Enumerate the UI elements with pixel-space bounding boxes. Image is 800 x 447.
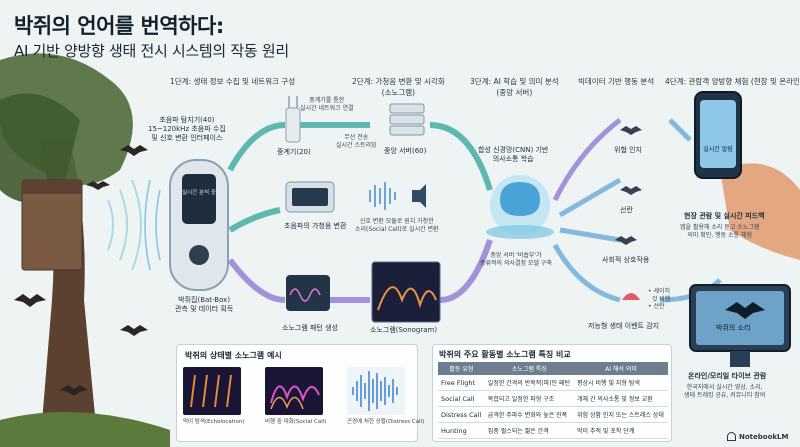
table-row: Hunting 집중 펄스되는 짧은 간격 먹이 추적 및 포착 단계 [438, 423, 668, 439]
example-echolocation: 먹이 탐색(Echolocation) [183, 367, 247, 426]
device-screen-text: 실시간 분석 중 [182, 190, 216, 197]
cell-meaning: 위험 상황 인지 또는 스트레스 상태 [574, 407, 668, 423]
stage-3-label: 3단계: AI 학습 및 의미 분석 (중앙 서버) [470, 76, 559, 98]
col-meaning: AI 해석 의미 [574, 362, 668, 375]
cell-meaning: 개체 간 의사소통 및 정보 교환 [574, 391, 668, 407]
comparison-panel: 박쥐의 주요 활동별 소노그램 특징 비교 활동 유형 소노그램 특징 AI 해… [432, 344, 672, 442]
sonogram-gen-label: 소노그램 패턴 생성 [282, 324, 338, 333]
example-distress-call: 곤경에 처한 상황(Distress Call) [347, 367, 411, 426]
comparison-table: 활동 유형 소노그램 특징 AI 해석 의미 Free Flight 일정한 간… [438, 362, 668, 439]
relay-label: 중계기(20) [277, 148, 311, 157]
echolocation-sonogram [183, 367, 241, 415]
behavior-2: 선란 [620, 206, 633, 215]
col-activity: 활동 유형 [438, 362, 485, 375]
social-call-sonogram [265, 367, 323, 415]
online-label: 온라인/모리일 타이브 관람 [688, 372, 766, 381]
cell-feature: 집중 펄스되는 짧은 간격 [485, 423, 574, 439]
cell-feature: 일정한 간격의 반복적(파)인 패턴 [485, 375, 574, 391]
sonogram-examples-panel: 박쥐의 상태별 소노그램 예시 먹이 탐색(Echolocation) 비행 중… [176, 344, 418, 442]
stage-2-label: 2단계: 가청음 변환 및 시각화 (소노그램) [352, 76, 445, 98]
table-header-row: 활동 유형 소노그램 특징 AI 해석 의미 [438, 362, 668, 375]
audible-note: 신호 변환 모듈로 원치 가청한 소리(Social Call)로 실시간 변환 [355, 218, 439, 233]
cell-activity: Distress Call [438, 407, 485, 423]
phone-screen-text: 실시간 알림 [700, 146, 736, 154]
cell-activity: Hunting [438, 423, 485, 439]
kiosk-screen-text: 박쥐의 소리 [716, 324, 750, 333]
distress-call-sonogram [347, 367, 405, 415]
cnn-note: 중앙 서버 '비숍부'가 종류적의 의사결정 모델 구축 [480, 252, 552, 267]
cell-activity: Free Flight [438, 375, 485, 391]
comparison-table-wrap: 활동 유형 소노그램 특징 AI 해석 의미 Free Flight 일정한 간… [438, 362, 668, 439]
server-label: 중앙 서버(60) [384, 147, 426, 156]
examples-title: 박쥐의 상태별 소노그램 예시 [185, 350, 282, 361]
behavior-event: 저능형 생태 이벤트 감지 [588, 322, 659, 331]
notebooklm-icon [727, 432, 736, 441]
comparison-title: 박쥐의 주요 활동별 소노그램 특징 비교 [439, 349, 571, 360]
onsite-note: 앱을 활용해 소리 듣고 소노그램 의미 확인, 행동 소통 체험 [680, 224, 759, 239]
online-note: 한국지에서 실시간 영상, 소리, 생태 트레킹 공유, 커뮤니티 참여 [684, 384, 765, 399]
table-row: Distress Call 급격한 주파수 변화와 높은 진폭 위험 상황 인지… [438, 407, 668, 423]
sonogram-label: 소노그램(Sonogram) [370, 326, 437, 335]
example-label-2: 비행 중 대화(Social Call) [265, 419, 329, 426]
stage-3b-label: 빅데이터 기반 행동 분석 [578, 76, 654, 87]
page-title: 박쥐의 언어를 번역하다: [14, 10, 224, 40]
cell-meaning: 먹이 추적 및 포착 단계 [574, 423, 668, 439]
example-label-1: 먹이 탐색(Echolocation) [183, 419, 247, 426]
watermark-text: NotebookLM [739, 433, 788, 441]
cell-meaning: 평상시 비행 및 지형 탐색 [574, 375, 668, 391]
relay-note: 중계기를 통한 실시간 네트워크 연결 [300, 97, 354, 112]
behavior-threat: 위협 인지 [614, 146, 642, 155]
table-row: Social Call 복합되고 일정한 파형 구조 개체 간 의사소통 및 정… [438, 391, 668, 407]
stage-1-label: 1단계: 생태 정보 수집 및 네트워크 구성 [170, 76, 295, 87]
page-subtitle: AI 기반 양방향 생태 전시 시스템의 작동 원리 [14, 40, 289, 61]
example-social-call: 비행 중 대화(Social Call) [265, 367, 329, 426]
watermark: NotebookLM [727, 432, 788, 441]
onsite-label: 현장 관람 및 실시간 피드백 [684, 212, 765, 221]
stage-4-label: 4단계: 관람객 양방향 체험 (현장 및 온라인) [665, 76, 800, 87]
cell-feature: 복합되고 일정한 파형 구조 [485, 391, 574, 407]
behavior-social: 사회적 상호작용 [602, 256, 649, 265]
behavior-4-note: • 세이히 것 비행 • 선란 [648, 288, 670, 311]
detector-label: 초음파 탐지기(40) 15~120kHz 초음파 수집 및 신호 변환 인터페… [148, 116, 226, 142]
batbox-label: 박쥐집(Bat-Box) 관측 및 데이터 획득 [175, 296, 233, 314]
example-label-3: 곤경에 처한 상황(Distress Call) [347, 419, 411, 426]
audible-label: 초음파의 가청음 변환 [284, 222, 346, 231]
cnn-label: 합성 신경망(CNN) 기반 의사소통 학습 [478, 146, 548, 164]
table-row: Free Flight 일정한 간격의 반복적(파)인 패턴 평상시 비행 및 … [438, 375, 668, 391]
cell-feature: 급격한 주파수 변화와 높은 진폭 [485, 407, 574, 423]
col-feature: 소노그램 특징 [485, 362, 574, 375]
cell-activity: Social Call [438, 391, 485, 407]
wireless-note: 무선 전송 실시간 스트리밍 [336, 134, 377, 149]
examples-row: 먹이 탐색(Echolocation) 비행 중 대화(Social Call)… [183, 367, 411, 426]
